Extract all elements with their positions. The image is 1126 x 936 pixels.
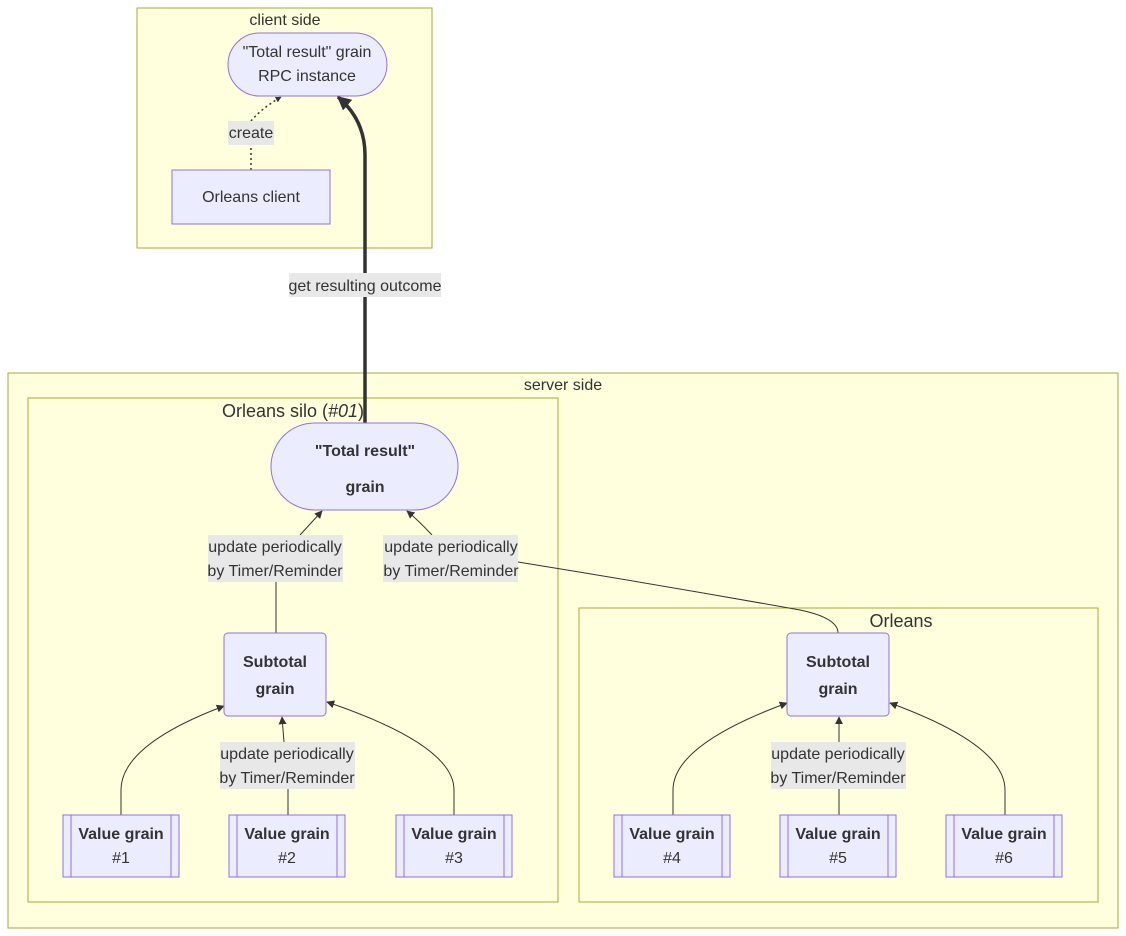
svg-text:grain: grain bbox=[345, 479, 384, 496]
svg-text:update periodically: update periodically bbox=[771, 746, 904, 763]
svg-text:update periodically: update periodically bbox=[208, 539, 341, 556]
node-orleans-client: Orleans client bbox=[171, 169, 331, 225]
svg-text:grain: grain bbox=[818, 681, 857, 698]
svg-text:Subtotal: Subtotal bbox=[806, 654, 870, 671]
edge-value4-to-subtotal-right bbox=[672, 701, 788, 815]
edge-label-update-right: update periodically by Timer/Reminder bbox=[383, 535, 519, 582]
svg-text:by Timer/Reminder: by Timer/Reminder bbox=[207, 563, 343, 580]
svg-text:create: create bbox=[229, 125, 274, 142]
node-subtotal-grain-right: Subtotal grain bbox=[786, 632, 890, 717]
svg-text:Orleans client: Orleans client bbox=[202, 189, 300, 206]
cluster-server-side-title: server side bbox=[524, 377, 602, 394]
svg-text:by Timer/Reminder: by Timer/Reminder bbox=[770, 770, 906, 787]
svg-text:get resulting outcome: get resulting outcome bbox=[289, 278, 442, 295]
edge-value2-to-subtotal-left bbox=[282, 717, 288, 815]
svg-text:RPC instance: RPC instance bbox=[258, 68, 356, 85]
node-value-grain-5: Value grain #5 bbox=[779, 814, 897, 878]
svg-text:by Timer/Reminder: by Timer/Reminder bbox=[219, 770, 355, 787]
cluster-orleans-silo-title: Orleans silo (#01) bbox=[222, 401, 364, 421]
edge-label-update-subtotal-right: update periodically by Timer/Reminder bbox=[770, 742, 906, 789]
node-value-grain-3: Value grain #3 bbox=[395, 814, 513, 878]
node-value-grain-1: Value grain #1 bbox=[62, 814, 180, 878]
svg-text:Value grain: Value grain bbox=[78, 826, 163, 843]
svg-text:#2: #2 bbox=[278, 850, 296, 867]
svg-text:Value grain: Value grain bbox=[411, 826, 496, 843]
svg-text:update periodically: update periodically bbox=[220, 746, 353, 763]
cluster-orleans-title: Orleans bbox=[869, 611, 932, 631]
node-value-grain-6: Value grain #6 bbox=[945, 814, 1063, 878]
node-value-grain-4: Value grain #4 bbox=[613, 814, 731, 878]
edge-value1-to-subtotal-left bbox=[120, 704, 225, 815]
svg-text:grain: grain bbox=[255, 681, 294, 698]
node-total-result-grain: "Total result" grain bbox=[270, 422, 459, 511]
edge-subtotal-left-to-total bbox=[275, 511, 322, 633]
svg-text:"Total result": "Total result" bbox=[315, 443, 415, 460]
cluster-client-side-title: client side bbox=[249, 12, 320, 29]
svg-text:#5: #5 bbox=[829, 850, 847, 867]
svg-text:#6: #6 bbox=[995, 850, 1013, 867]
node-value-grain-2: Value grain #2 bbox=[228, 814, 346, 878]
svg-text:#3: #3 bbox=[445, 850, 463, 867]
svg-text:Value grain: Value grain bbox=[795, 826, 880, 843]
svg-text:Value grain: Value grain bbox=[244, 826, 329, 843]
svg-text:"Total result" grain: "Total result" grain bbox=[243, 44, 372, 61]
svg-text:Subtotal: Subtotal bbox=[243, 654, 307, 671]
node-rpc-instance: "Total result" grain RPC instance bbox=[227, 32, 388, 97]
edge-subtotal-right-to-total bbox=[407, 511, 839, 634]
svg-text:#1: #1 bbox=[112, 850, 130, 867]
node-subtotal-grain-left: Subtotal grain bbox=[223, 632, 327, 717]
svg-text:by Timer/Reminder: by Timer/Reminder bbox=[383, 563, 519, 580]
svg-text:update periodically: update periodically bbox=[384, 539, 517, 556]
svg-text:Value grain: Value grain bbox=[961, 826, 1046, 843]
edge-create bbox=[250, 97, 281, 170]
edge-label-get-resulting-outcome: get resulting outcome bbox=[289, 273, 442, 297]
edge-label-create: create bbox=[228, 121, 274, 145]
edge-label-update-subtotal-left: update periodically by Timer/Reminder bbox=[219, 742, 355, 789]
svg-text:Value grain: Value grain bbox=[629, 826, 714, 843]
svg-text:#4: #4 bbox=[663, 850, 681, 867]
edge-value6-to-subtotal-right bbox=[889, 701, 1006, 815]
edge-get-resulting-outcome bbox=[336, 95, 367, 423]
edge-value3-to-subtotal-left bbox=[326, 700, 455, 815]
edge-label-update-left: update periodically by Timer/Reminder bbox=[207, 535, 343, 582]
